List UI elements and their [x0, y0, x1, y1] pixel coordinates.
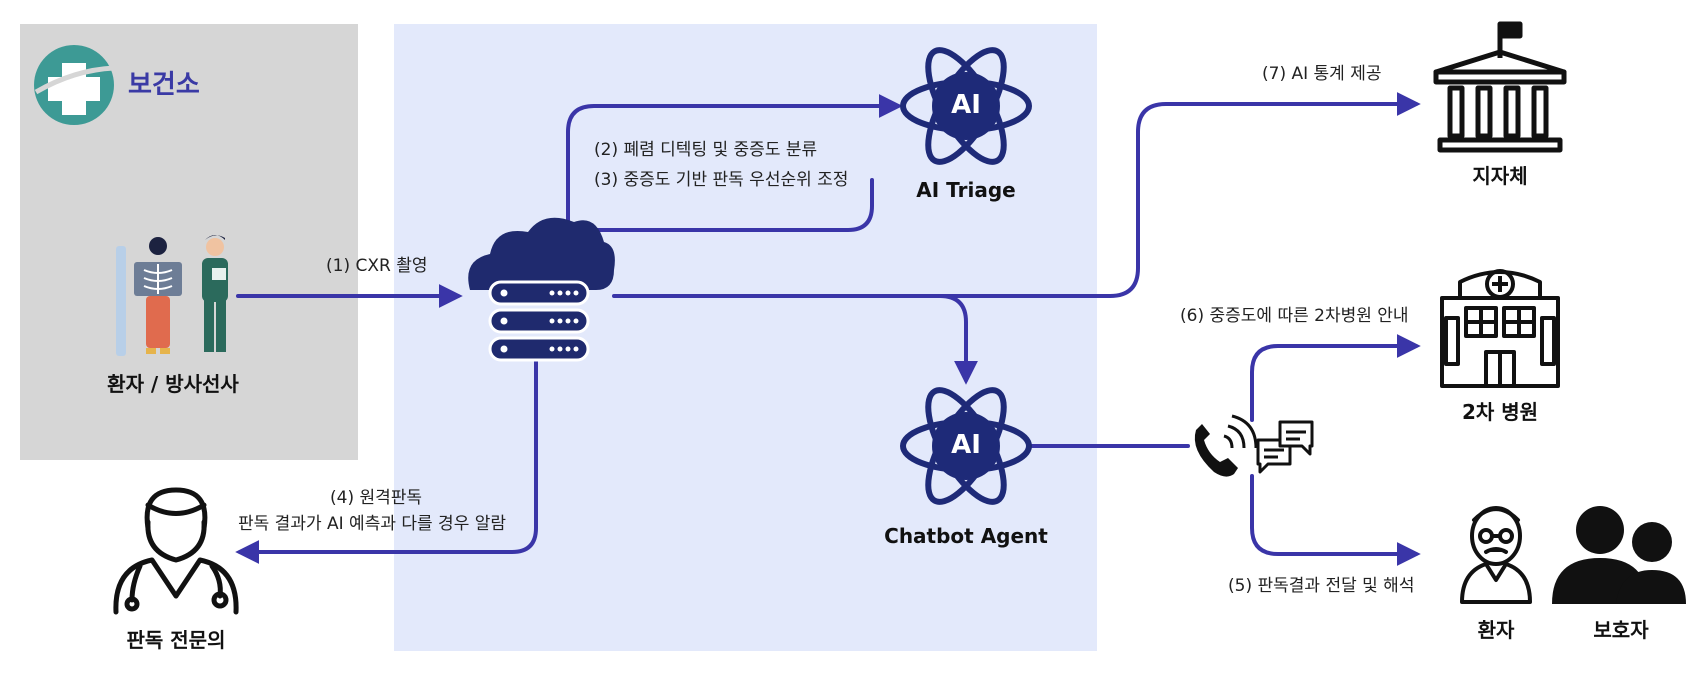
arrow-cloud-to-chatbot — [938, 294, 978, 385]
step6-label: (6) 중증도에 따른 2차병원 안내 — [1180, 306, 1409, 326]
step3-label: (3) 중증도 기반 판독 우선순위 조정 — [594, 170, 849, 190]
guardian-label: 보호자 — [1593, 618, 1649, 642]
cloud-server-icon — [468, 217, 615, 362]
xray-people-icon — [116, 235, 228, 356]
local-gov-label: 지자체 — [1472, 164, 1528, 188]
step1-label: (1) CXR 촬영 — [326, 256, 428, 276]
hospital-icon — [1440, 269, 1560, 388]
patient-label: 환자 — [1477, 618, 1515, 642]
doctor-icon — [113, 487, 239, 615]
phone-icon — [1194, 414, 1258, 477]
step7-label: (7) AI 통계 제공 — [1262, 64, 1382, 84]
arrow-step6 — [1250, 334, 1421, 422]
chatbot-icon-text: AI — [951, 430, 981, 460]
arrow-step5 — [1250, 474, 1421, 566]
step5-label: (5) 판독결과 전달 및 해석 — [1228, 576, 1415, 596]
clinic-title: 보건소 — [128, 70, 200, 100]
guardian-people-icon — [1552, 506, 1686, 604]
patient-radiographer-label: 환자 / 방사선사 — [107, 372, 239, 396]
chatbot-agent-label: Chatbot Agent — [884, 524, 1048, 548]
arrow-step7 — [612, 92, 1421, 298]
arrow-step4 — [235, 358, 538, 564]
arrow-triage-to-cloud — [533, 178, 874, 242]
specialist-label: 판독 전문의 — [126, 628, 226, 652]
arrow-cloud-to-triage — [566, 94, 903, 230]
elderly-patient-icon — [1460, 506, 1532, 604]
chat-bubbles-icon — [1256, 420, 1314, 474]
ai-triage-label: AI Triage — [916, 178, 1016, 202]
ai-triage-icon-text: AI — [951, 90, 981, 120]
step4-label-line2: 판독 결과가 AI 예측과 다를 경우 알람 — [238, 514, 507, 534]
step2-label: (2) 폐렴 디텍팅 및 중증도 분류 — [594, 140, 818, 160]
government-building-icon — [1433, 21, 1567, 153]
step4-label-line1: (4) 원격판독 — [330, 488, 423, 508]
medical-cross-icon — [34, 45, 115, 125]
secondary-hospital-label: 2차 병원 — [1461, 400, 1539, 424]
